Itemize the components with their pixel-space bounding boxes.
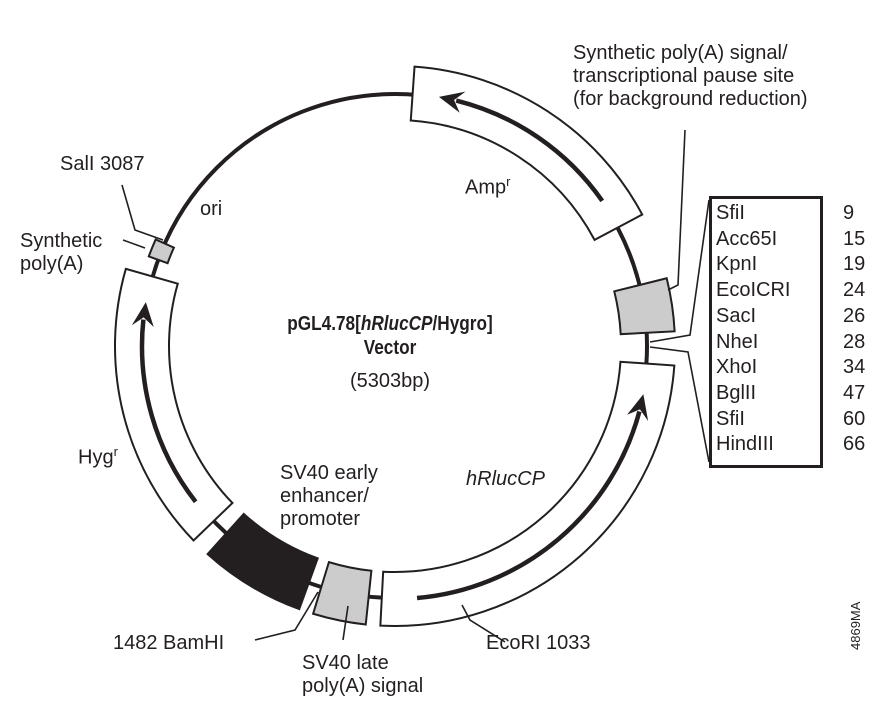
sv40-late-line1: SV40 late [302, 652, 389, 674]
sv40-late-block [311, 560, 373, 626]
sv40-late-label: SV40 late poly(A) signal [302, 652, 423, 698]
hrluccp-arrow-head [627, 394, 649, 421]
amp-label-sup: r [506, 174, 511, 189]
pause-site-label-line3: (for background reduction) [573, 88, 808, 110]
amp-arrow-shaft [455, 98, 605, 203]
vector-size: (5303bp) [349, 370, 431, 392]
mcs-enzyme: KpnI [716, 253, 758, 276]
ecori-leader [461, 604, 506, 643]
sali-site-label: SalI 3087 [60, 153, 145, 175]
synthetic-polya-leader [122, 239, 146, 249]
sv40-early-block [206, 512, 319, 611]
hyg-label: Hygr [78, 440, 118, 470]
vector-name-prefix: pGL4.78[ [287, 313, 361, 335]
mcs-enzyme: Acc65I [716, 227, 778, 250]
sv40-early-line2: enhancer/ [280, 485, 369, 507]
mcs-enzyme: XhoI [716, 356, 758, 379]
mcs-leader-top [649, 199, 710, 343]
vector-name-suffix: /Hygro] [432, 313, 493, 335]
hyg-gene [114, 267, 234, 542]
amp-arrow-head [438, 91, 466, 113]
amp-gene [409, 65, 644, 242]
mcs-enzyme: SfiI [716, 407, 745, 430]
hyg-label-text: Hyg [78, 446, 114, 469]
vector-name-gene: hRlucCP [360, 313, 433, 335]
synthetic-polya-block [147, 238, 176, 265]
mcs-position: 26 [843, 304, 866, 327]
hrluccp-label-text: hRlucCP [466, 468, 545, 490]
bamhi-site-label: 1482 BamHI [113, 632, 225, 654]
vector-name-line2: Vector [363, 337, 417, 359]
mcs-box [709, 196, 823, 468]
synthetic-polya-label: Synthetic poly(A) [20, 230, 102, 276]
synthetic-polya-line2: poly(A) [20, 253, 84, 275]
hyg-arrow-head [131, 302, 154, 328]
pause-site-leader [667, 129, 686, 291]
hyg-label-sup: r [113, 444, 118, 459]
mcs-position: 34 [843, 356, 866, 379]
pause-site-block [613, 277, 676, 336]
sv40-late-line2: poly(A) signal [302, 675, 424, 697]
ori-label: ori [200, 198, 223, 220]
amp-label-text: Amp [465, 176, 507, 199]
sv40-early-line3: promoter [280, 508, 361, 530]
mcs-enzyme: SfiI [716, 202, 745, 224]
mcs-position: 15 [843, 227, 866, 250]
mcs-position: 9 [843, 202, 855, 224]
mcs-position: 24 [843, 279, 866, 302]
amp-label: Ampr [465, 170, 510, 200]
sv40-late-leader [342, 605, 349, 641]
vector-title: pGL4.78[hRlucCP/Hygro] Vector [261, 312, 519, 360]
mcs-position: 19 [843, 253, 866, 276]
mcs-enzyme: HindIII [716, 433, 774, 456]
mcs-enzyme: NheI [716, 330, 759, 353]
synthetic-polya-line1: Synthetic [20, 230, 103, 252]
bamhi-leader [254, 591, 319, 641]
mcs-position: 66 [843, 433, 866, 456]
hrluccp-arrow-shaft [416, 410, 642, 601]
mcs-enzyme: SacI [716, 304, 757, 327]
pause-site-label-line1: Synthetic poly(A) signal/ [573, 42, 788, 64]
hyg-arrow-shaft [139, 319, 198, 504]
mcs-leader-bottom [649, 346, 710, 463]
ecori-site-label: EcoRI 1033 [486, 632, 591, 654]
mcs-position: 60 [843, 407, 866, 430]
figure-id: 4869MA [848, 601, 863, 650]
mcs-enzyme: BglII [716, 381, 757, 404]
sv40-early-label: SV40 early enhancer/ promoter [280, 462, 378, 531]
hrluccp-label: hRlucCP [466, 468, 545, 491]
sv40-early-line1: SV40 early [280, 462, 378, 484]
pause-site-label-line2: transcriptional pause site [573, 65, 795, 87]
hrluccp-gene [379, 360, 676, 627]
mcs-enzyme: EcoICRI [716, 279, 791, 302]
mcs-position: 28 [843, 330, 866, 353]
mcs-position: 47 [843, 381, 866, 404]
sali-leader [121, 184, 164, 241]
pause-site-label: Synthetic poly(A) signal/ transcriptiona… [573, 42, 808, 111]
